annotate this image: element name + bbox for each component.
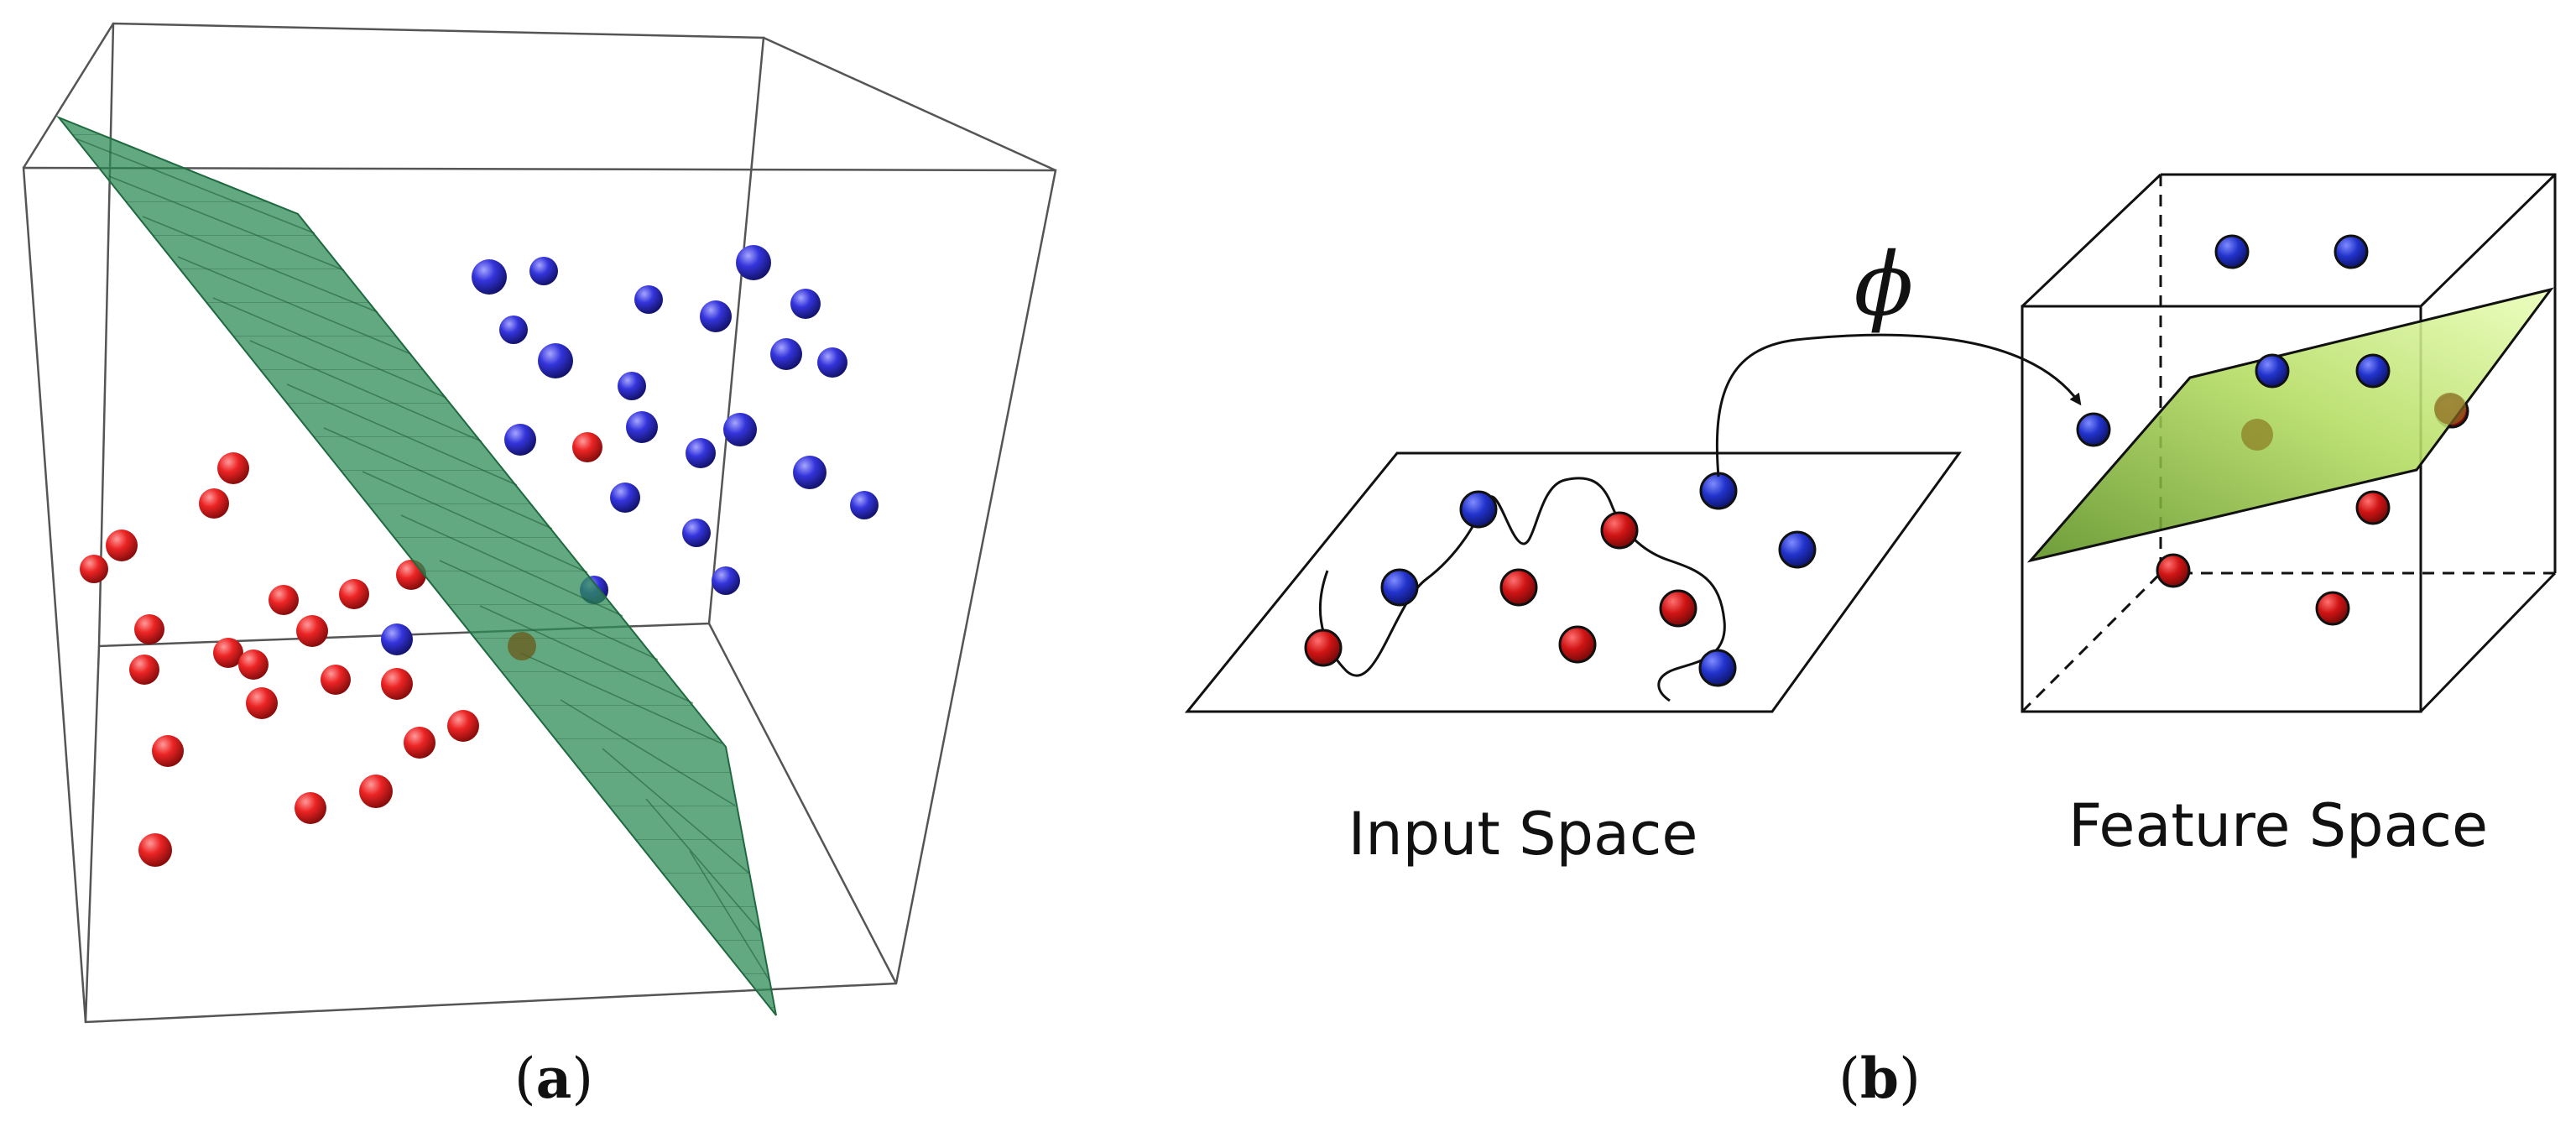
input-blue-point bbox=[1778, 530, 1817, 569]
red-sphere bbox=[213, 638, 243, 668]
red-sphere bbox=[359, 775, 393, 808]
panel-a-red-points bbox=[80, 432, 602, 867]
blue-sphere bbox=[538, 343, 573, 378]
feature-point bbox=[2076, 412, 2111, 447]
blue-sphere bbox=[850, 491, 879, 519]
red-sphere bbox=[138, 833, 172, 867]
red-sphere bbox=[339, 579, 369, 609]
input-space-plane bbox=[1184, 451, 1962, 713]
input-red-point bbox=[1558, 625, 1597, 664]
feature-space-points-front bbox=[2076, 353, 2391, 626]
red-sphere bbox=[106, 529, 138, 561]
blue-sphere bbox=[700, 300, 732, 332]
red-sphere bbox=[129, 655, 159, 685]
blue-sphere bbox=[618, 372, 646, 400]
panel-b: ϕ Input Space Feature Space (b) bbox=[1184, 173, 2557, 1111]
feature-blue-point bbox=[2214, 234, 2250, 269]
blue-sphere bbox=[770, 338, 802, 370]
input-space-label: Input Space bbox=[1348, 800, 1698, 869]
feature-space-separating-plane bbox=[2026, 287, 2554, 563]
red-sphere bbox=[199, 488, 229, 519]
feature-space-cube bbox=[2021, 173, 2557, 713]
blue-sphere bbox=[682, 519, 711, 547]
red-sphere bbox=[295, 792, 326, 824]
blue-sphere bbox=[504, 424, 536, 456]
red-sphere bbox=[238, 649, 269, 680]
input-blue-point bbox=[1698, 649, 1737, 687]
blue-sphere bbox=[529, 257, 558, 285]
input-blue-point bbox=[1459, 490, 1498, 529]
blue-sphere bbox=[793, 456, 827, 489]
feature-blue-point bbox=[2334, 234, 2369, 269]
input-red-point bbox=[1600, 511, 1639, 550]
blue-sphere bbox=[634, 285, 663, 314]
input-red-point bbox=[1304, 629, 1343, 667]
blue-sphere bbox=[499, 316, 528, 344]
blue-sphere bbox=[723, 413, 757, 446]
red-sphere bbox=[447, 710, 479, 742]
blue-sphere bbox=[472, 259, 507, 295]
panel-a: (a) bbox=[22, 22, 1057, 1111]
blue-sphere bbox=[381, 623, 413, 655]
input-blue-point bbox=[1699, 472, 1738, 510]
red-sphere bbox=[217, 452, 249, 484]
input-blue-point bbox=[1380, 568, 1419, 607]
feature-red-point bbox=[2355, 490, 2391, 525]
blue-sphere bbox=[610, 483, 640, 513]
input-space-red-points bbox=[1304, 511, 1697, 667]
red-sphere bbox=[269, 585, 299, 615]
nonlinear-boundary bbox=[1319, 477, 1726, 702]
panel-a-caption: (a) bbox=[514, 1046, 593, 1111]
input-space-blue-points bbox=[1380, 472, 1817, 687]
mapping-phi-symbol: ϕ bbox=[1854, 233, 1914, 336]
red-sphere bbox=[381, 668, 413, 700]
feature-point bbox=[2355, 353, 2391, 389]
feature-red-point bbox=[2315, 591, 2350, 626]
panel-b-caption: (b) bbox=[1838, 1046, 1921, 1111]
red-sphere bbox=[572, 432, 602, 462]
panel-a-box bbox=[22, 22, 1057, 1024]
red-sphere bbox=[404, 727, 435, 759]
blue-sphere bbox=[790, 289, 821, 319]
input-red-point bbox=[1499, 568, 1538, 607]
feature-red-point bbox=[2156, 553, 2191, 588]
red-sphere bbox=[80, 555, 108, 583]
red-sphere bbox=[321, 665, 351, 695]
separating-plane-3d bbox=[55, 115, 777, 1016]
red-sphere bbox=[134, 614, 164, 644]
blue-sphere bbox=[817, 347, 847, 378]
red-sphere bbox=[296, 615, 328, 647]
blue-sphere bbox=[736, 245, 771, 280]
panel-a-blue-points bbox=[381, 245, 879, 655]
blue-sphere bbox=[626, 411, 658, 443]
input-red-point bbox=[1659, 589, 1697, 628]
red-sphere bbox=[246, 687, 278, 719]
blue-sphere bbox=[686, 438, 716, 468]
blue-sphere bbox=[712, 566, 740, 595]
red-sphere bbox=[152, 735, 184, 767]
feature-point bbox=[2255, 353, 2290, 389]
feature-space-label: Feature Space bbox=[2068, 791, 2488, 860]
